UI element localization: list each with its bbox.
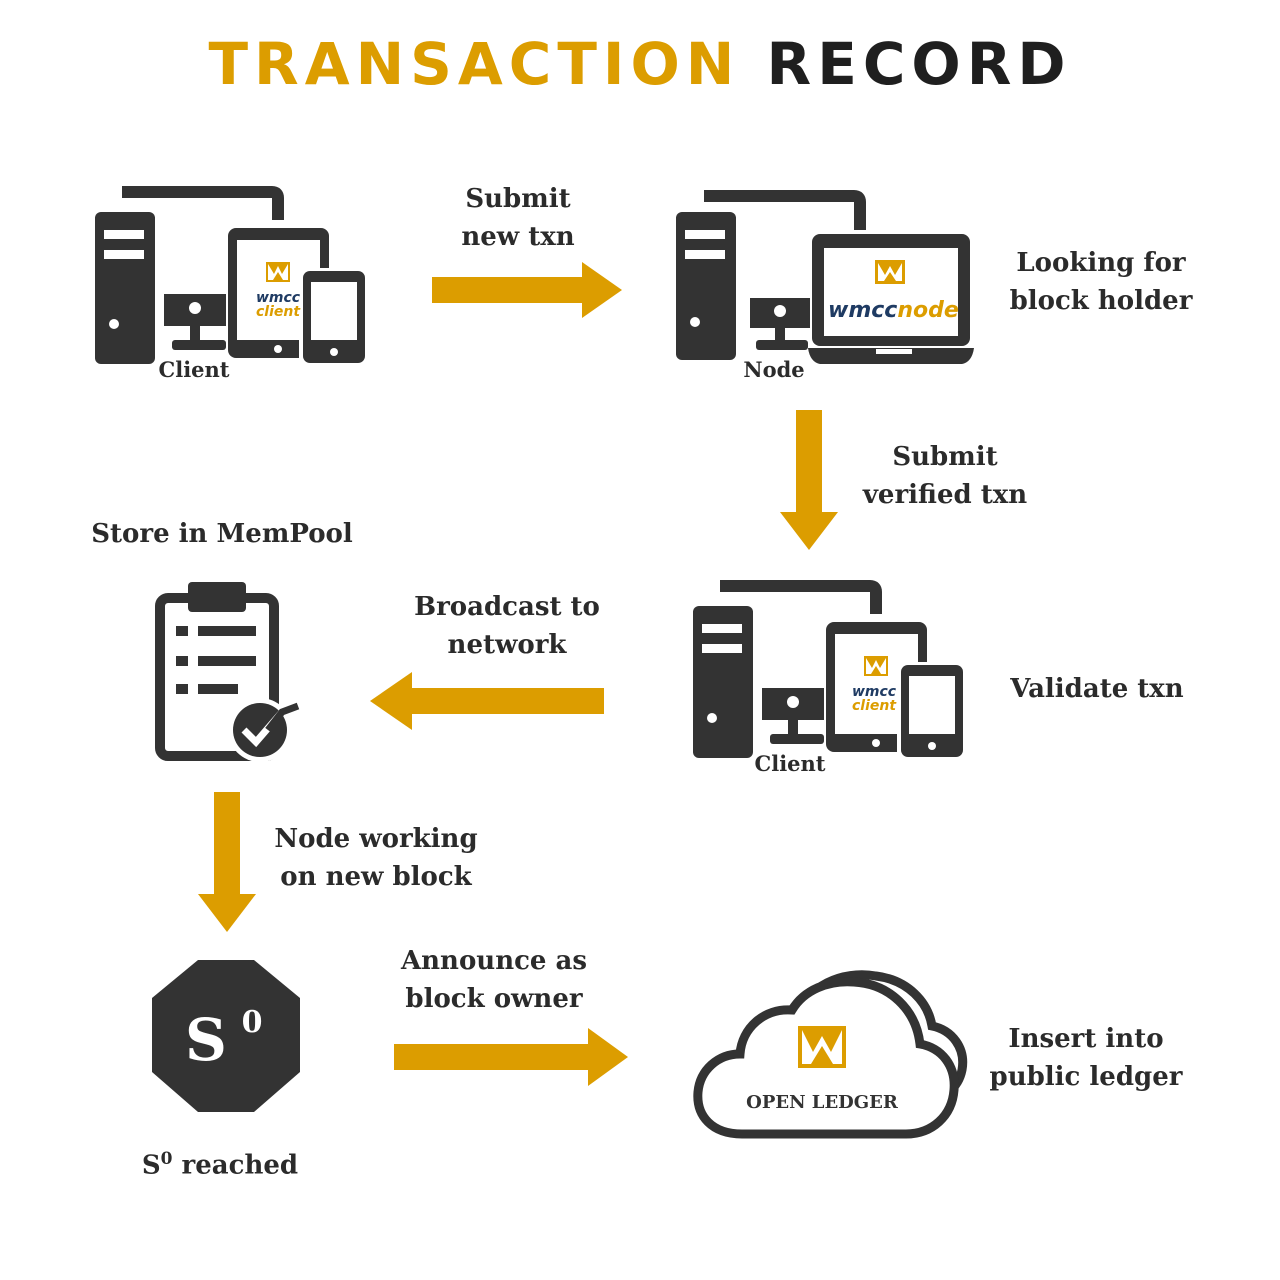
arrow-right-icon — [394, 1028, 628, 1086]
arrow-right-icon — [432, 262, 622, 318]
submit-verified-txn-label: Submit verified txn — [862, 442, 1028, 510]
logo-wmcc-text: wmcc — [256, 290, 301, 306]
client-devices-icon: wmcc client — [693, 580, 966, 760]
submit-new-txn-label: Submit new txn — [461, 184, 575, 252]
s0-symbol: S — [185, 1006, 227, 1074]
logo-wmccnode-text: wmccnode — [828, 298, 959, 323]
insert-into-ledger-label: Insert into public ledger — [989, 1024, 1183, 1092]
node-label: Node — [743, 357, 805, 382]
s0-octagon-icon: S 0 — [152, 960, 300, 1112]
looking-for-block-holder-label: Looking for block holder — [1009, 248, 1193, 316]
announce-label: Announce as block owner — [400, 946, 588, 1014]
clipboard-check-icon — [155, 582, 300, 762]
s0-superscript: 0 — [242, 1005, 263, 1040]
logo-client-text: client — [852, 698, 897, 714]
client-devices-icon: wmcc client — [95, 186, 368, 366]
title-part1: TRANSACTION — [208, 30, 741, 98]
client-top-label: Client — [158, 357, 230, 382]
s0-reached-label: S0 reached — [141, 1149, 299, 1181]
logo-wmcc-text: wmcc — [852, 684, 897, 700]
arrow-left-icon — [370, 672, 604, 730]
cloud-icon: OPEN LEDGER — [693, 970, 968, 1139]
title-part2: RECORD — [766, 30, 1072, 98]
logo-client-text: client — [256, 304, 301, 320]
node-working-label: Node working on new block — [274, 824, 478, 892]
validate-txn-label: Validate txn — [1010, 674, 1184, 704]
client-mid-label: Client — [754, 751, 826, 776]
open-ledger-text: OPEN LEDGER — [746, 1092, 899, 1113]
page-title: TRANSACTION RECORD — [0, 30, 1280, 98]
node-computer-icon: wmccnode — [676, 190, 974, 364]
store-in-mempool-label: Store in MemPool — [91, 519, 353, 549]
broadcast-label: Broadcast to network — [414, 592, 600, 660]
arrow-down-icon — [780, 410, 838, 550]
arrow-down-icon — [198, 792, 256, 932]
